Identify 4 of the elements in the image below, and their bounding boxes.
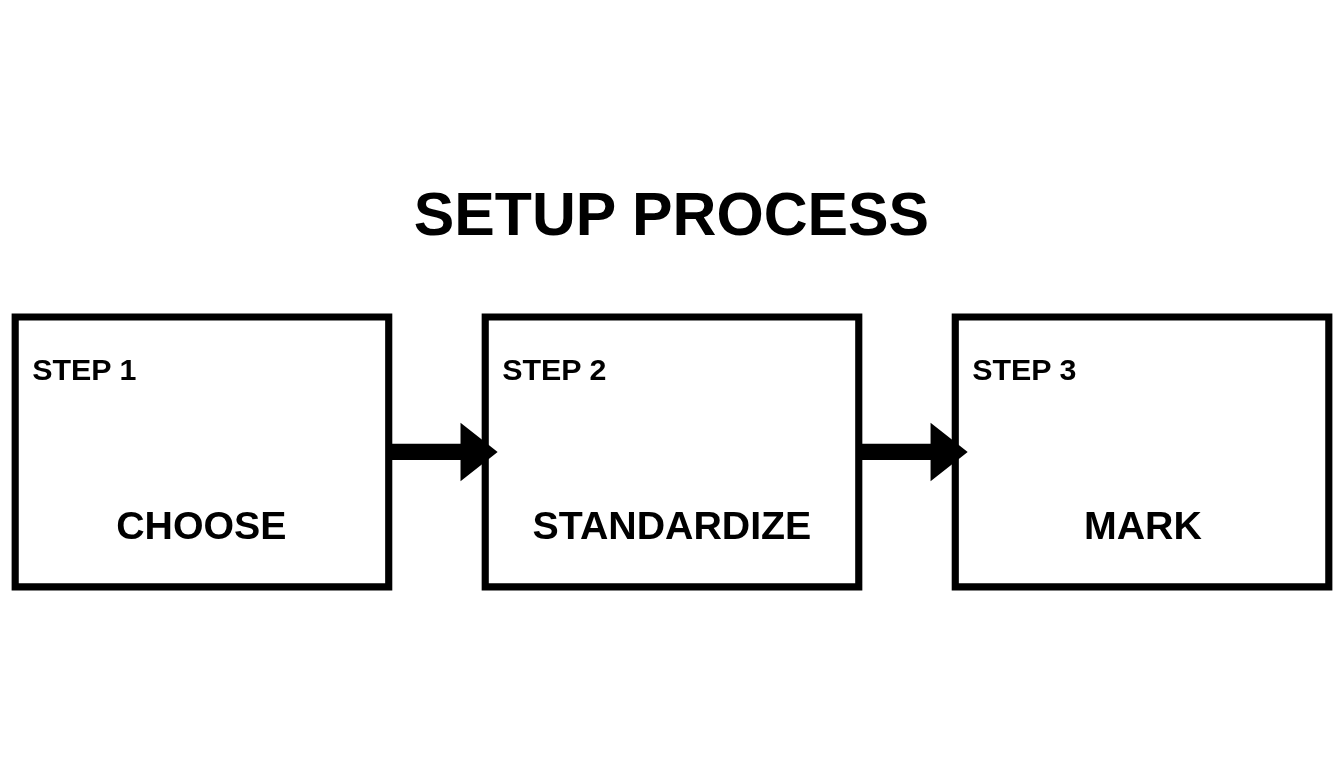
node-box: STEP 3 MARK [951, 313, 1333, 591]
diagram-title: SETUP PROCESS [413, 180, 930, 249]
node-box: STEP 2 STANDARDIZE [481, 313, 863, 591]
node-box: STEP 1 CHOOSE [11, 313, 393, 591]
